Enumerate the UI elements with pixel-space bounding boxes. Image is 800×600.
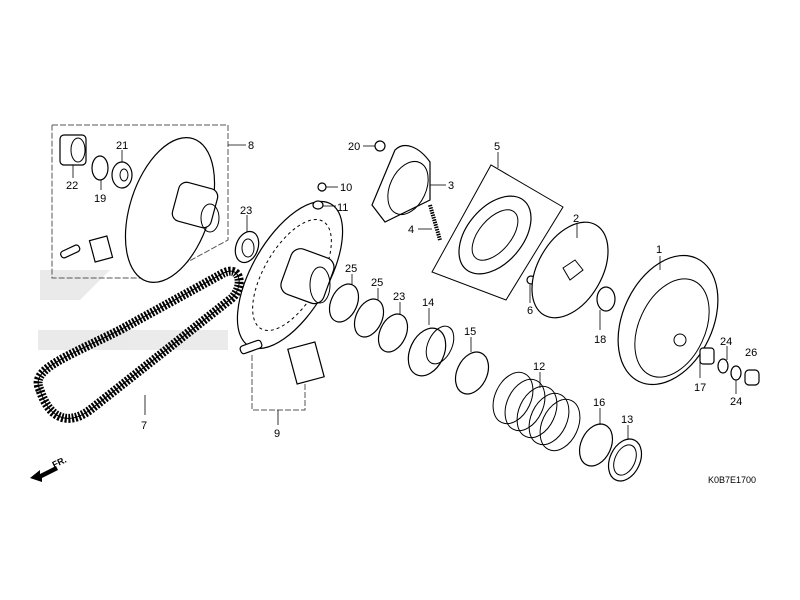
callout-1: 1: [656, 244, 662, 256]
callout-5: 5: [494, 141, 500, 153]
part-11-washer: [312, 200, 324, 210]
callout-26: 26: [745, 347, 757, 359]
part-10-bolt: [317, 182, 327, 192]
callout-22: 22: [66, 180, 78, 192]
callout-15: 15: [464, 326, 476, 338]
callout-9: 9: [274, 428, 280, 440]
part-24-o-ring-b: [730, 365, 742, 381]
part-3-plate: [371, 145, 431, 223]
part-4-spring: [428, 204, 442, 241]
callout-24-a: 24: [720, 336, 732, 348]
front-direction-arrow: FR.: [30, 455, 68, 482]
part-9-movable-drive-face: [236, 200, 344, 411]
callout-8: 8: [248, 140, 254, 152]
callout-17: 17: [694, 382, 706, 394]
part-12-driven-spring: [492, 371, 581, 452]
callout-7: 7: [141, 420, 147, 432]
callout-12: 12: [533, 361, 545, 373]
drawing-code: K0B7E1700: [708, 475, 756, 485]
part-23-oil-seal-b: [377, 313, 409, 353]
part-25-ring-b: [353, 298, 385, 338]
callout-2: 2: [573, 213, 579, 225]
svg-text:FR.: FR.: [51, 455, 68, 470]
part-1-clutch-outer: [617, 254, 719, 386]
callout-21: 21: [116, 140, 128, 152]
callout-23-a: 23: [240, 205, 252, 217]
part-21-bearing: [111, 161, 133, 189]
part-19-circlip: [91, 155, 109, 181]
callout-18: 18: [594, 334, 606, 346]
part-16-seat: [578, 423, 614, 467]
callout-11: 11: [337, 202, 348, 214]
part-14-collar: [407, 327, 447, 377]
part-20-clip: [374, 140, 386, 152]
callout-4: 4: [408, 224, 414, 236]
callout-6: 6: [527, 305, 533, 317]
part-2-drive-plate: [531, 221, 609, 319]
leader-lines: [72, 144, 737, 440]
part-24-o-ring-a: [717, 358, 729, 374]
callout-25-a: 25: [345, 263, 357, 275]
part-18-nut: [596, 286, 616, 312]
callout-23-b: 23: [393, 291, 405, 303]
callout-16: 16: [593, 397, 605, 409]
callout-25-b: 25: [371, 277, 383, 289]
part-5-clutch-shoe-group: [431, 164, 564, 301]
callout-19: 19: [94, 193, 106, 205]
callout-14: 14: [422, 297, 434, 309]
callout-24-b: 24: [730, 396, 742, 408]
part-26-cap-nut: [744, 369, 760, 386]
callout-20: 20: [348, 141, 360, 153]
part-15-guide: [454, 351, 490, 395]
part-23-oil-seal: [234, 230, 260, 264]
part-13-washer: [607, 438, 643, 482]
callout-10: 10: [340, 182, 352, 194]
part-25-ring-a: [328, 283, 360, 323]
callout-3: 3: [448, 180, 454, 192]
part-7-drive-belt: [33, 266, 244, 423]
callouts: 1 2 3 4 5 6 7 8 9 10 11 12 13 14 15 16 1…: [66, 140, 757, 440]
part-8-driven-pulley-group: [51, 124, 229, 283]
part-17-collar: [699, 347, 715, 365]
callout-13: 13: [621, 414, 633, 426]
